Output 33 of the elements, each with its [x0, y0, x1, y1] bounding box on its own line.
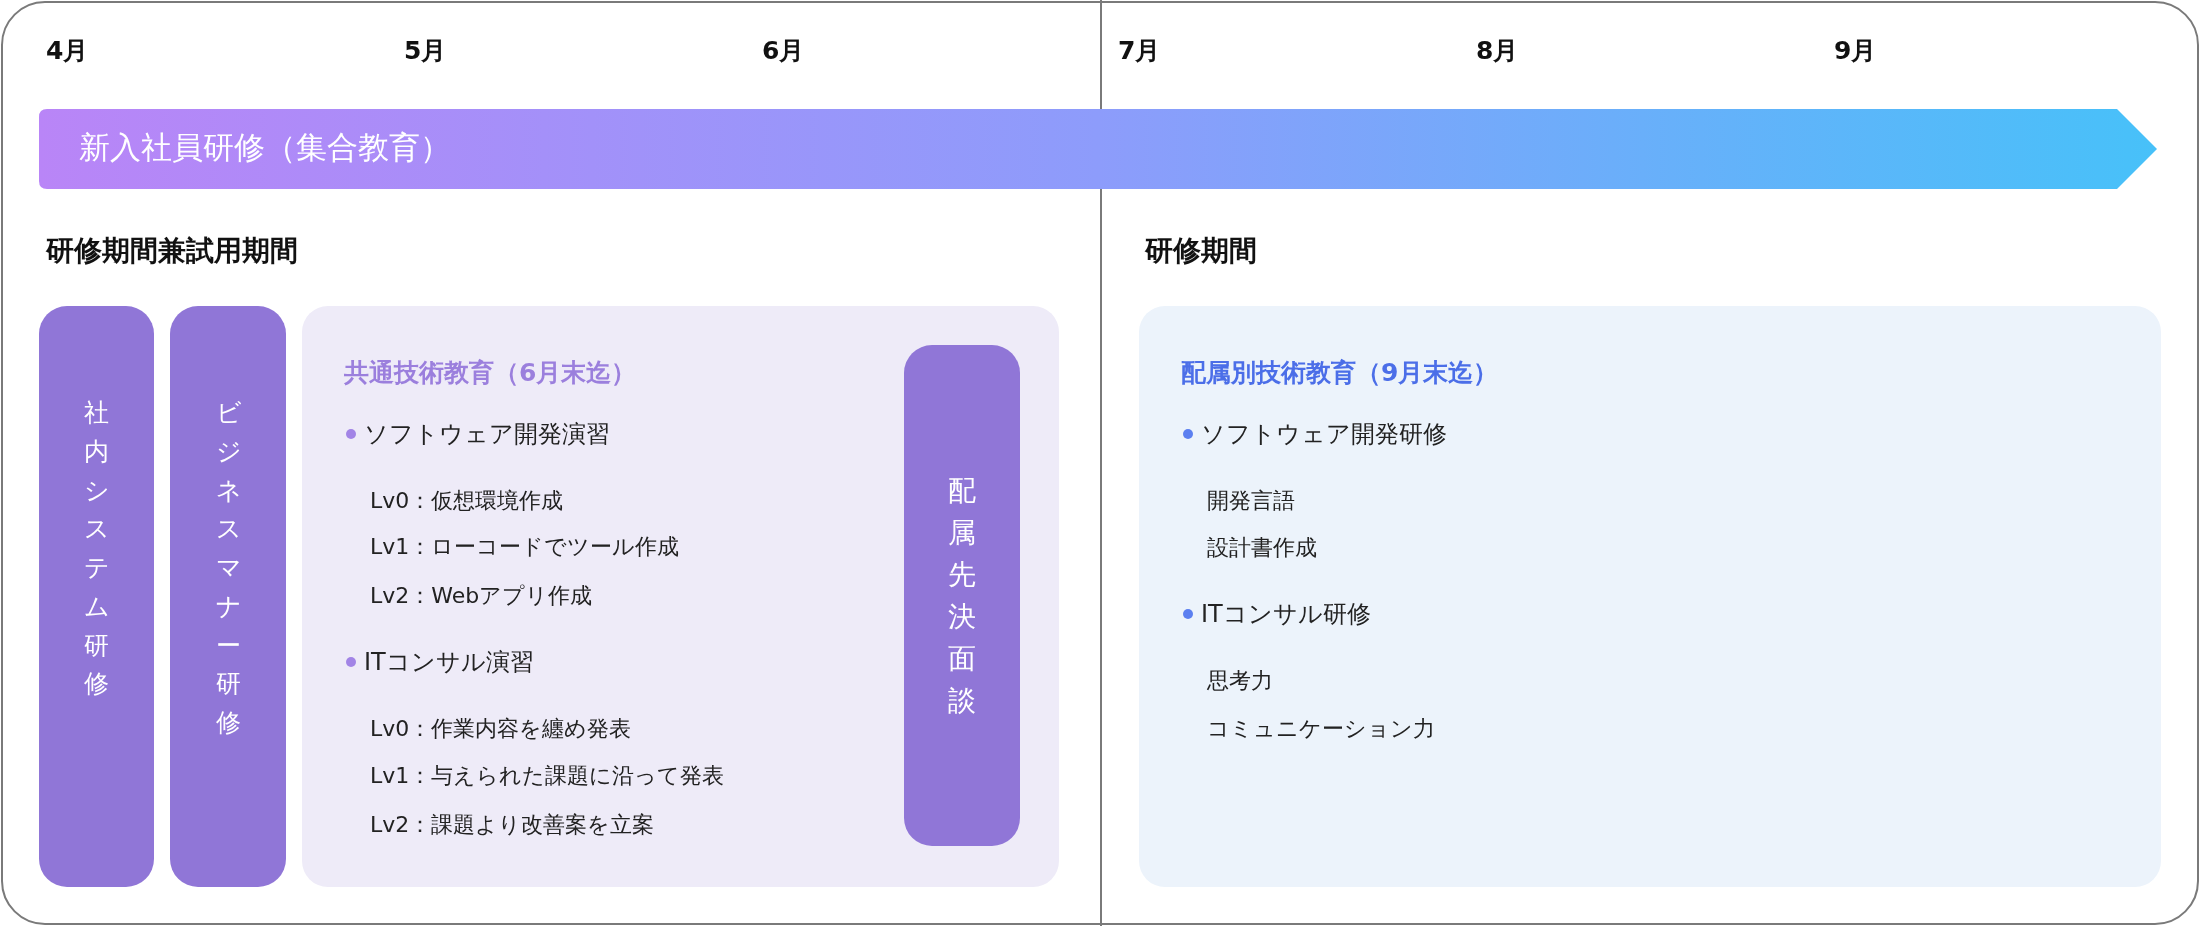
panel-heading: 配属別技術教育（9月末迄）: [1181, 357, 1499, 389]
vertical-label: 配属先決面談: [948, 472, 976, 719]
bullet-item: ITコンサル研修: [1201, 599, 1371, 630]
course-pill: [904, 345, 1020, 846]
bullet-item: ソフトウェア開発研修: [1201, 419, 1447, 450]
month-label: 9月: [1834, 35, 1877, 67]
period-label: 研修期間: [1145, 233, 1257, 269]
month-label: 7月: [1118, 35, 1161, 67]
bullet-item: ITコンサル演習: [364, 647, 534, 678]
sub-item: 設計書作成: [1207, 534, 1317, 562]
panel-heading: 共通技術教育（6月末迄）: [344, 357, 637, 389]
month-label: 5月: [404, 35, 447, 67]
sub-item: 開発言語: [1207, 487, 1295, 515]
period-label: 研修期間兼試用期間: [46, 233, 298, 269]
course-panel: [302, 306, 1059, 887]
sub-item: 思考力: [1207, 667, 1273, 695]
sub-item: Lv1：ローコードでツール作成: [370, 533, 680, 561]
month-label: 4月: [46, 35, 89, 67]
vertical-label: ビジネスマナー研修: [215, 397, 241, 739]
sub-item: Lv0：仮想環境作成: [370, 487, 564, 515]
bullet-item: ソフトウェア開発演習: [364, 419, 610, 450]
sub-item: Lv2：課題より改善案を立案: [370, 811, 655, 839]
course-panel: [1139, 306, 2161, 887]
banner-title: 新入社員研修（集合教育）: [79, 128, 451, 167]
vertical-label: 社内システム研修: [84, 397, 109, 701]
month-label: 6月: [762, 35, 805, 67]
course-pill: [39, 306, 154, 887]
sub-item: コミュニケーション力: [1207, 715, 1435, 743]
sub-item: Lv0：作業内容を纏め発表: [370, 715, 632, 743]
sub-item: Lv1：与えられた課題に沿って発表: [370, 762, 725, 790]
course-pill: [170, 306, 286, 887]
month-label: 8月: [1476, 35, 1519, 67]
sub-item: Lv2：Webアプリ作成: [370, 582, 593, 610]
